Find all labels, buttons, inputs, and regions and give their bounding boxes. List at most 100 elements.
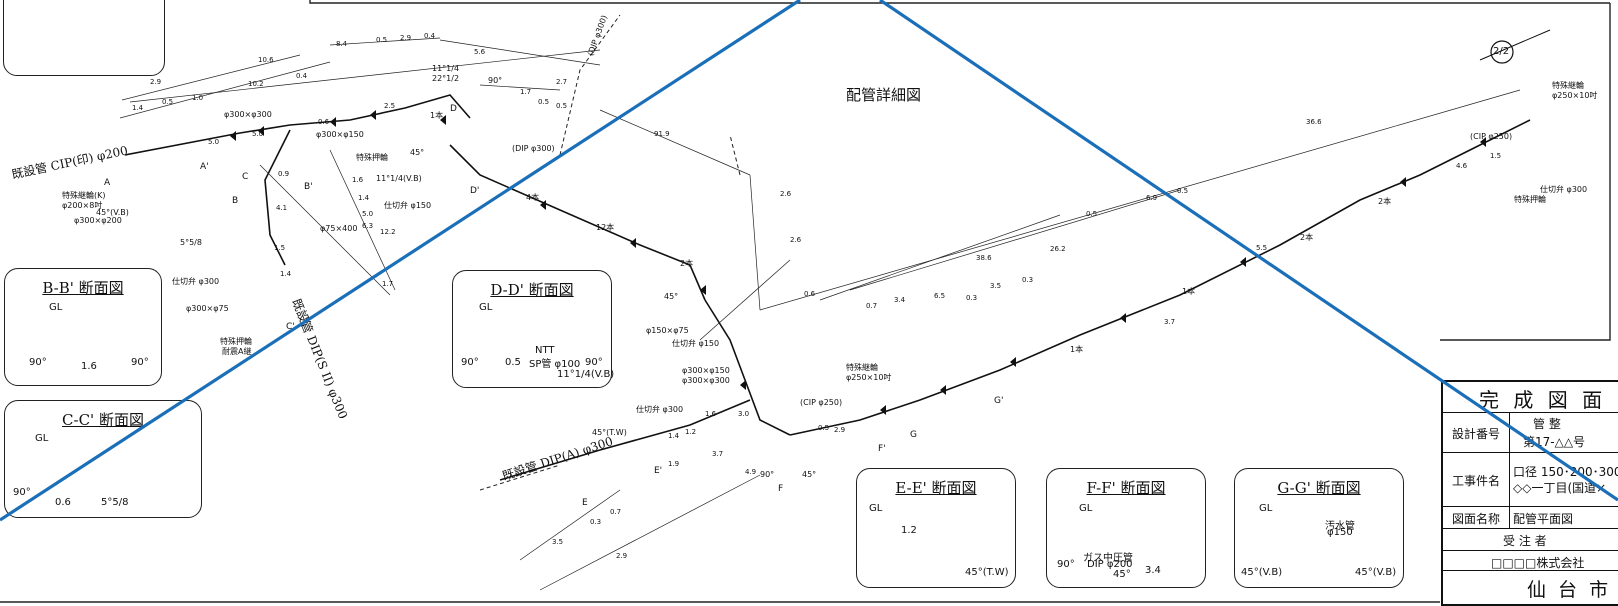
section-title-bb: B-B' 断面図 — [42, 279, 124, 297]
dimension-label: 3.7 — [712, 450, 724, 458]
dimension-label: 3.4 — [894, 296, 906, 304]
title-block-row-design-no: 設計番号 管 整 第17-△△号 — [1443, 412, 1618, 453]
dimension-label: 0.5 — [538, 98, 550, 106]
pipe-label-14: 耐震A継 — [222, 347, 252, 356]
section-ee-note-1: 1.2 — [901, 525, 917, 536]
section-dd-note-2: 0.5 — [505, 357, 521, 368]
section-cc-note-2: 0.6 — [55, 497, 71, 508]
title-block-row-drawing-name: 図面名称 配管平面図 — [1443, 506, 1618, 529]
pipe-label-20: 仕切弁 φ150 — [384, 201, 432, 210]
section-mark: B — [232, 196, 239, 206]
dashed-existing-lines — [479, 14, 741, 491]
dimension-label: 5.0 — [208, 138, 220, 146]
pipe-label-16: 45° — [410, 148, 425, 157]
dimension-label: 0.5 — [818, 424, 830, 432]
dimension-label: 0.3 — [590, 518, 602, 526]
pipe-label-9: φ300×φ150 — [316, 130, 364, 139]
dimension-label: 8.4 — [336, 40, 348, 48]
section-cc-note-1: 90° — [13, 487, 31, 498]
drawing-frame-lower — [1440, 3, 1611, 341]
pipe-label-7: 5°5/8 — [180, 238, 202, 247]
dimension-label: 2.6 — [790, 236, 802, 244]
dimension-label: 5.0 — [252, 130, 264, 138]
section-pane-gg: G-G' 断面図 GL 汚水管 φ150 45°(V.B) 45°(V.B) — [1234, 468, 1404, 588]
pipe-label-10: 仕切弁 φ300 — [172, 277, 220, 286]
section-gg-note-4: 45°(V.B) — [1355, 567, 1397, 578]
section-mark: B' — [304, 182, 313, 192]
dimension-label: 1.4 — [280, 270, 292, 278]
section-cc-gl: GL — [35, 433, 49, 444]
section-dd-note-6: 11°1/4(V.B) — [557, 369, 615, 380]
dimension-label: 4.1 — [276, 204, 288, 212]
dimension-label: 6.5 — [934, 292, 946, 300]
pipe-label-18: 22°1/2 — [432, 74, 460, 83]
section-mark: C — [242, 172, 249, 182]
title-block-label-project: 工事件名 — [1443, 453, 1510, 507]
pipe-label-15: 特殊押輪 — [356, 153, 388, 162]
pipe-label-38: 4本 — [526, 193, 540, 202]
pipe-label-34: φ250×10吋 — [1552, 91, 1598, 100]
section-mark: C' — [286, 322, 295, 332]
pipe-label-37: 1本 — [430, 111, 444, 120]
section-ff-note-4: 45° — [1113, 569, 1131, 580]
pipe-label-43: 2本 — [1300, 233, 1314, 242]
dimension-label: 0.7 — [866, 302, 878, 310]
dimension-label: 6.9 — [1146, 194, 1158, 202]
title-block-value-project-2: ◇◇一丁目(国道× — [1513, 481, 1607, 495]
section-mark: F' — [878, 444, 886, 454]
section-cc-note-3: 5°5/8 — [101, 497, 129, 508]
dimension-label: 1.7 — [382, 280, 394, 288]
dimension-label: 4.9 — [745, 468, 757, 476]
section-mark: A — [104, 178, 111, 188]
section-mark: E' — [654, 466, 663, 476]
title-block-label-design-no: 設計番号 — [1443, 413, 1510, 453]
dimension-label: 1.9 — [668, 460, 680, 468]
pipe-label-40: 2本 — [680, 259, 694, 268]
dimension-label: 3.5 — [552, 538, 564, 546]
pipe-label-25: φ300×φ150 — [682, 366, 730, 375]
pipe-label-23: φ150×φ75 — [646, 326, 689, 335]
section-dd-gl: GL — [479, 302, 493, 313]
pipe-label-28: 45°(T.W) — [592, 428, 627, 437]
title-block-row-contractor-label: 受 注 者 — [1443, 528, 1618, 551]
pipe-label-47: 90° — [488, 76, 503, 85]
title-block-row-city: 仙 台 市 — [1443, 570, 1618, 605]
pipe-label-24: 仕切弁 φ150 — [672, 339, 720, 348]
section-mark: D — [450, 104, 457, 114]
pipe-label-45: 45° — [664, 292, 679, 301]
pipe-label-29: 特殊継輪 — [846, 363, 878, 372]
dimension-label: 2.9 — [834, 426, 846, 434]
pipe-label-39: 12本 — [596, 223, 615, 232]
title-block-contractor: □□□□株式会社 — [1491, 556, 1585, 570]
section-bb-note-3: 90° — [131, 357, 149, 368]
drawing-frame — [309, 0, 1610, 4]
dimension-label: 0.5 — [376, 36, 388, 44]
dimension-label: 0.3 — [966, 294, 978, 302]
title-block-value-project-1: 口径 150･200･300 — [1513, 465, 1618, 479]
dimension-label: 0.5 — [162, 98, 174, 106]
north-line — [1479, 29, 1551, 61]
section-pane-cc: C-C' 断面図 GL 90° 0.6 5°5/8 — [4, 400, 202, 518]
title-block-contractor-label: 受 注 者 — [1503, 534, 1547, 548]
dimension-label: 2.7 — [556, 78, 568, 86]
dimension-label: 3.0 — [738, 410, 750, 418]
section-title-ff: F-F' 断面図 — [1086, 479, 1166, 497]
dimension-label: 2.9 — [616, 552, 628, 560]
section-title-dd: D-D' 断面図 — [490, 281, 574, 299]
dimension-label: 12.2 — [380, 228, 396, 236]
pipe-label-42: 1本 — [1070, 345, 1084, 354]
dimension-label: 38.6 — [976, 254, 992, 262]
title-block-row-contractor: □□□□株式会社 — [1443, 550, 1618, 571]
dimension-label: 0.5 — [1177, 187, 1189, 195]
dimension-label: 4.6 — [1456, 162, 1468, 170]
dimension-label: 0.7 — [610, 508, 622, 516]
dimension-label: 2.6 — [780, 190, 792, 198]
title-block-value-drawing-name: 配管平面図 — [1513, 512, 1574, 526]
pipe-label-27: 仕切弁 φ300 — [636, 405, 684, 414]
dimension-label: 36.6 — [1306, 118, 1322, 126]
section-mark: G — [910, 430, 917, 440]
title-block: 完 成 図 面 設計番号 管 整 第17-△△号 工事件名 口径 150･200… — [1441, 380, 1618, 606]
section-pane-bb: B-B' 断面図 GL 90° 1.6 90° — [4, 268, 162, 386]
pipe-label-17: 11°1/4 — [432, 64, 460, 73]
pipe-label-26: φ300×φ300 — [682, 376, 730, 385]
